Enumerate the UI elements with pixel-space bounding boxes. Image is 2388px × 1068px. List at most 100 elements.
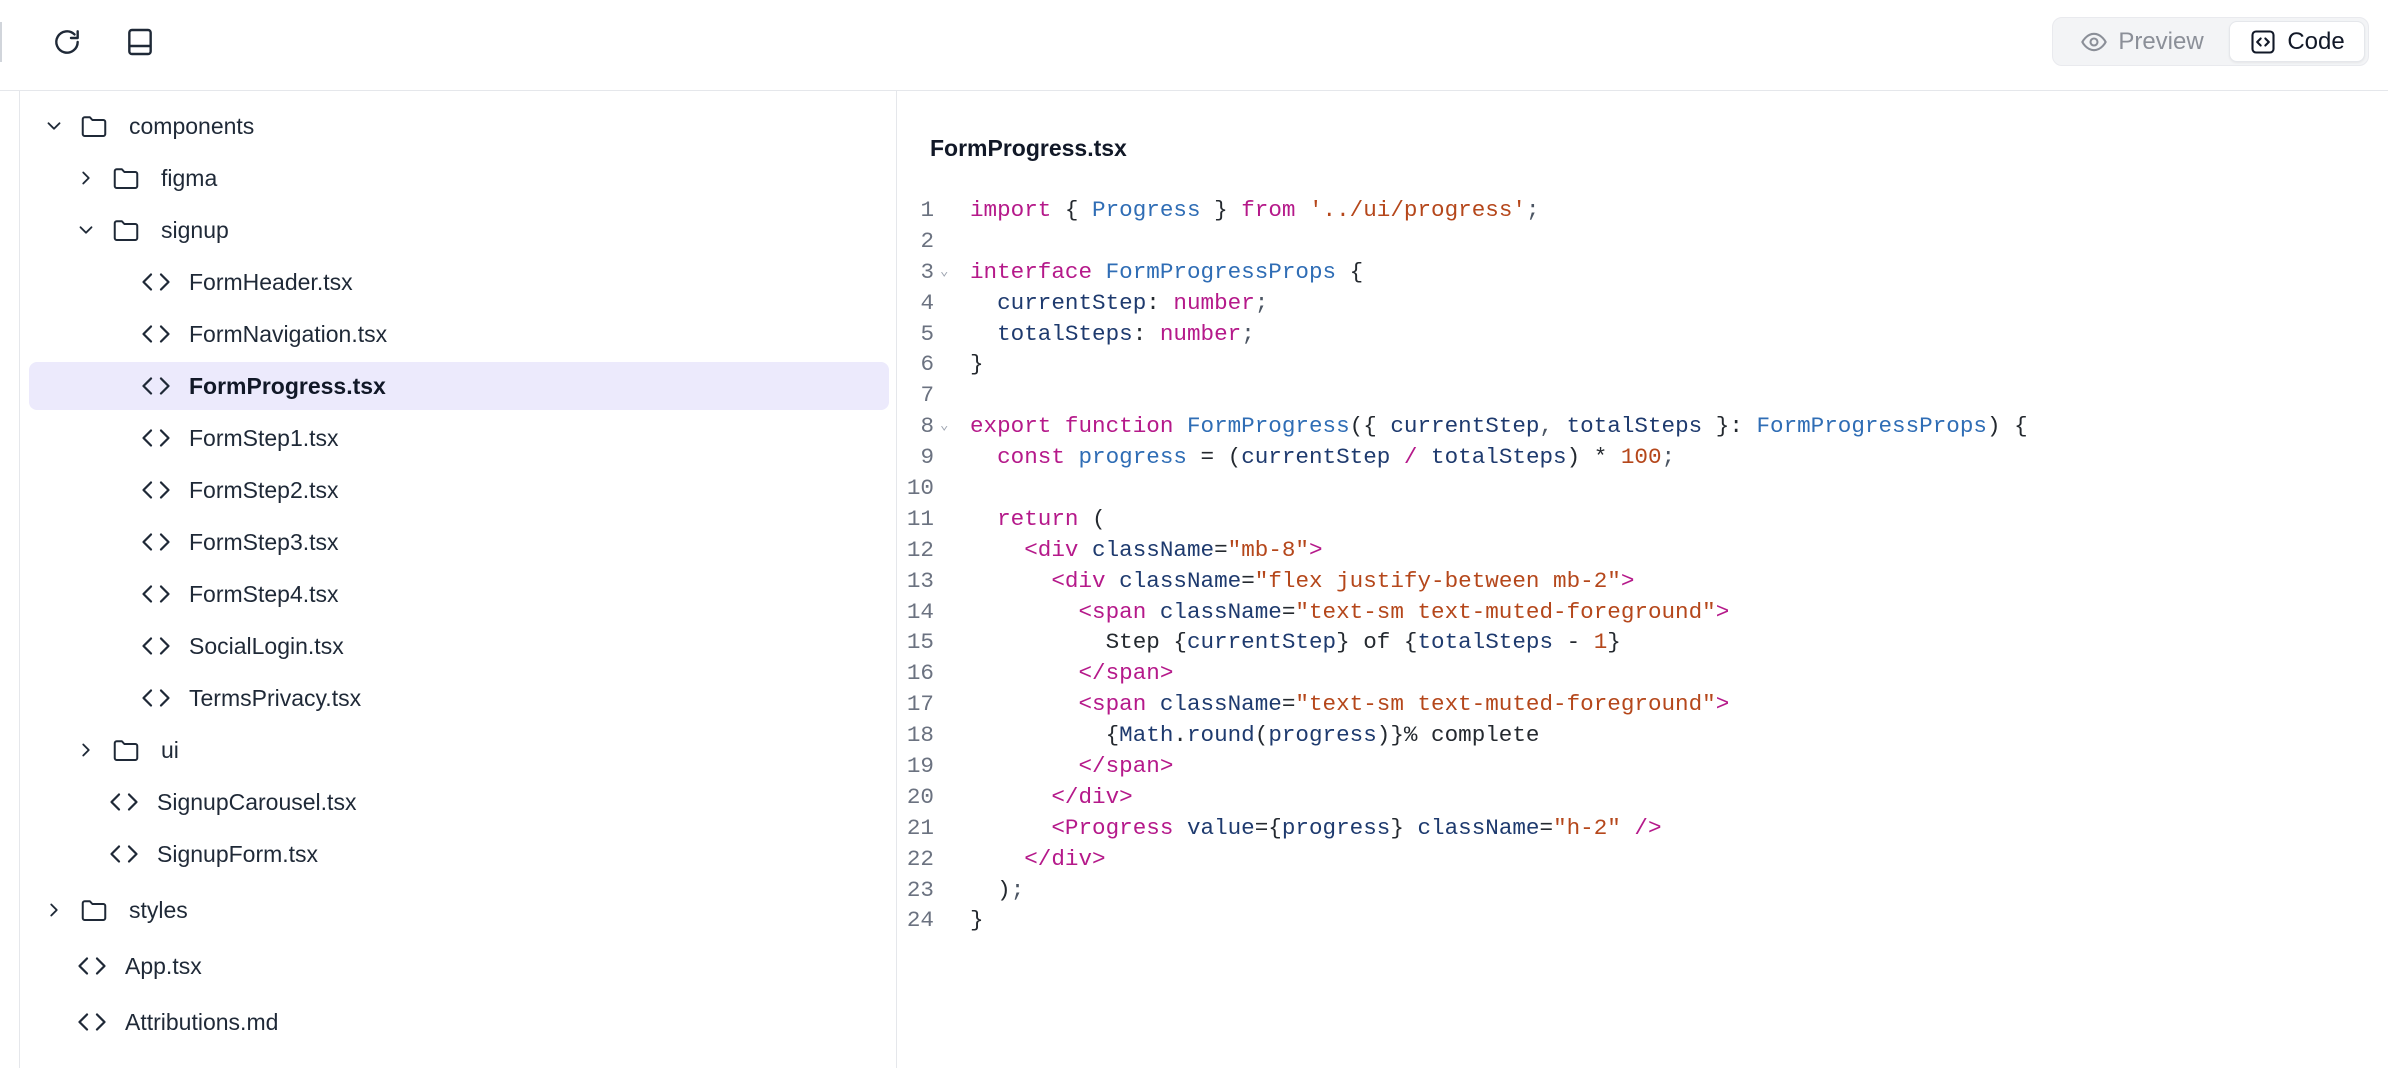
code-line: 5 totalSteps: number; bbox=[898, 319, 2388, 350]
tree-folder[interactable]: styles bbox=[29, 886, 889, 934]
line-number: 10 bbox=[906, 475, 934, 502]
tree-folder[interactable]: figma bbox=[29, 154, 889, 202]
tree-item-label: figma bbox=[161, 164, 218, 191]
code-text: <div className="flex justify-between mb-… bbox=[1051, 567, 1635, 594]
code-text: return ( bbox=[997, 505, 1106, 532]
top-toolbar: Preview Code bbox=[0, 0, 2388, 91]
code-text: interface FormProgressProps { bbox=[970, 258, 1364, 285]
code-text: <span className="text-sm text-muted-fore… bbox=[1078, 691, 1730, 718]
code-text: export function FormProgress({ currentSt… bbox=[970, 413, 2028, 440]
code-line: 9 const progress = (currentStep / totalS… bbox=[898, 442, 2388, 473]
tree-file[interactable]: Attributions.md bbox=[29, 998, 889, 1046]
code-line: 24} bbox=[898, 905, 2388, 936]
chevron-right-icon[interactable] bbox=[75, 167, 97, 189]
tree-folder[interactable]: ui bbox=[29, 726, 889, 774]
tree-file[interactable]: FormHeader.tsx bbox=[29, 258, 889, 306]
eye-icon bbox=[2081, 32, 2108, 51]
code-line: 10 bbox=[898, 473, 2388, 504]
code-file-icon bbox=[141, 371, 171, 401]
tree-item-label: components bbox=[129, 112, 255, 139]
code-tab-label: Code bbox=[2287, 27, 2345, 55]
tree-item-label: SocialLogin.tsx bbox=[189, 632, 344, 659]
folder-icon bbox=[79, 895, 109, 925]
panel-edge bbox=[0, 22, 2, 62]
line-number: 20 bbox=[906, 783, 934, 810]
code-tab[interactable]: Code bbox=[2229, 21, 2365, 62]
line-number: 22 bbox=[906, 845, 934, 872]
code-file-icon bbox=[141, 267, 171, 297]
code-line: 12 <div className="mb-8"> bbox=[898, 535, 2388, 566]
code-line: 2 bbox=[898, 226, 2388, 257]
tree-item-label: styles bbox=[129, 896, 188, 923]
tree-file[interactable]: FormProgress.tsx bbox=[29, 362, 889, 410]
code-file-icon bbox=[141, 631, 171, 661]
code-file-icon bbox=[141, 423, 171, 453]
tree-file[interactable]: FormNavigation.tsx bbox=[29, 310, 889, 358]
tree-file[interactable]: SocialLogin.tsx bbox=[29, 622, 889, 670]
tree-file[interactable]: FormStep1.tsx bbox=[29, 414, 889, 462]
tree-folder[interactable]: signup bbox=[29, 206, 889, 254]
tree-item-label: SignupCarousel.tsx bbox=[157, 788, 357, 815]
line-number: 6 bbox=[920, 351, 934, 378]
line-number: 16 bbox=[906, 660, 934, 687]
code-file-icon bbox=[109, 839, 139, 869]
line-number: 17 bbox=[906, 691, 934, 718]
code-file-icon bbox=[77, 951, 107, 981]
code-line: 8 ⌄ export function FormProgress({ current… bbox=[898, 411, 2388, 442]
code-text: </span> bbox=[1078, 660, 1174, 687]
tree-file[interactable]: SignupForm.tsx bbox=[29, 830, 889, 878]
code-line: 3⌄interface FormProgressProps { bbox=[898, 257, 2388, 288]
code-text: <div className="mb-8"> bbox=[1024, 536, 1323, 563]
code-line: 22 </div> bbox=[898, 844, 2388, 875]
chevron-right-icon[interactable] bbox=[75, 739, 97, 761]
code-text: const progress = (currentStep / totalSte… bbox=[997, 444, 1676, 471]
code-text: import { Progress } from '../ui/progress… bbox=[970, 197, 1540, 223]
tree-item-label: Attributions.md bbox=[125, 1008, 279, 1035]
line-number: 19 bbox=[906, 753, 934, 780]
tree-file[interactable]: FormStep3.tsx bbox=[29, 518, 889, 566]
code-text: totalSteps: number; bbox=[997, 320, 1255, 347]
folder-icon bbox=[111, 163, 141, 193]
fold-chevron-icon[interactable]: ⌄ bbox=[940, 263, 949, 280]
code-line: 7 bbox=[898, 380, 2388, 411]
line-number: 7 bbox=[920, 382, 934, 409]
chevron-down-icon[interactable] bbox=[43, 115, 65, 137]
code-line: 19 </span> bbox=[898, 751, 2388, 782]
line-number: 12 bbox=[906, 536, 934, 563]
line-number: 14 bbox=[906, 598, 934, 625]
line-number: 8 bbox=[920, 413, 934, 440]
toggle-panel-button[interactable] bbox=[114, 18, 166, 66]
line-number: 13 bbox=[906, 567, 934, 594]
chevron-down-icon[interactable] bbox=[75, 219, 97, 241]
code-line: 4 currentStep: number; bbox=[898, 288, 2388, 319]
tree-item-label: FormStep4.tsx bbox=[189, 580, 339, 607]
fold-chevron-icon[interactable]: ⌄ bbox=[940, 418, 949, 435]
tree-file[interactable]: App.tsx bbox=[29, 942, 889, 990]
line-number: 5 bbox=[920, 320, 934, 347]
refresh-button[interactable] bbox=[41, 18, 93, 66]
tree-folder[interactable]: components bbox=[29, 102, 889, 150]
tree-item-label: FormStep2.tsx bbox=[189, 476, 339, 503]
code-text: } bbox=[970, 351, 984, 378]
chevron-right-icon[interactable] bbox=[43, 899, 65, 921]
tree-file[interactable]: SignupCarousel.tsx bbox=[29, 778, 889, 826]
preview-tab[interactable]: Preview bbox=[2059, 21, 2225, 62]
folder-icon bbox=[111, 215, 141, 245]
code-text: <Progress value={progress} className="h-… bbox=[1051, 814, 1662, 841]
tree-item-label: App.tsx bbox=[125, 952, 202, 979]
tree-item-label: FormStep1.tsx bbox=[189, 424, 339, 451]
code-line: 17 <span className="text-sm text-muted-f… bbox=[898, 689, 2388, 720]
tree-file[interactable]: FormStep4.tsx bbox=[29, 570, 889, 618]
code-text: } bbox=[970, 907, 984, 934]
tree-item-label: FormHeader.tsx bbox=[189, 268, 353, 295]
folder-icon bbox=[111, 735, 141, 765]
line-number: 11 bbox=[906, 505, 934, 532]
panel-bottom-icon bbox=[128, 28, 152, 56]
line-number: 18 bbox=[906, 722, 934, 749]
code-line: 18 {Math.round(progress)}% complete bbox=[898, 720, 2388, 751]
code-file-icon bbox=[141, 579, 171, 609]
tree-file[interactable]: TermsPrivacy.tsx bbox=[29, 674, 889, 722]
tree-file[interactable]: FormStep2.tsx bbox=[29, 466, 889, 514]
